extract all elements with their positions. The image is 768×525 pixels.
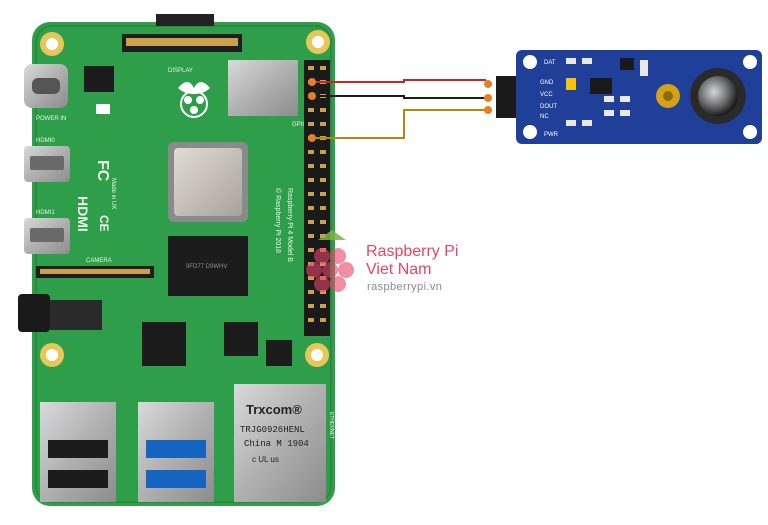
hdmi-logo-text: HDMI	[75, 196, 91, 232]
run-led	[96, 104, 110, 114]
dout-wire	[312, 109, 486, 139]
mounting-holes	[40, 30, 330, 367]
fcc-mark: FC	[94, 160, 111, 182]
transistor	[620, 58, 634, 70]
pin-label-gnd: GND	[540, 80, 554, 86]
jack-origin: China M 1904	[244, 439, 309, 449]
jack-part: TRJG0926HENL	[240, 425, 305, 435]
ram-chip-text: 9FD77 D9WHV	[186, 264, 227, 270]
watermark-subtitle: raspberrypi.vn	[367, 281, 443, 293]
module-dout-dot	[484, 106, 492, 114]
gpio-label: GPIO	[292, 122, 307, 128]
sensor-lens	[698, 76, 738, 116]
module-pcb	[516, 50, 762, 144]
hdmi0-label: HDMI0	[36, 138, 55, 144]
camera-label: CAMERA	[86, 258, 112, 264]
model-text: Raspberry Pi 4 Model B	[286, 188, 293, 262]
led-label-pwr: PWR	[544, 132, 559, 138]
sensor-module: GND VCC DOUT NC DAT PWR	[496, 50, 762, 144]
power-chip	[84, 66, 114, 92]
ce-mark: CE	[97, 215, 111, 232]
watermark-title-text: Raspberry Pi Viet Nam	[366, 243, 459, 278]
ram-chip	[168, 236, 248, 296]
raspberry-pi-board: DISPLAY POWER IN HDMI0 HDMI1 HDMI FC CE …	[18, 14, 335, 506]
vcc-wire	[312, 79, 486, 83]
pin-label-nc: NC	[540, 114, 549, 120]
led-label-dat: DAT	[544, 60, 556, 66]
module-gnd-dot	[484, 94, 492, 102]
audio-jack	[18, 294, 50, 332]
usb-controller-chip	[142, 322, 186, 366]
capacitor	[566, 78, 576, 90]
pin-label-vcc: VCC	[540, 92, 553, 98]
made-in-text: Made in UK	[110, 178, 116, 209]
watermark-logo-icon	[306, 230, 354, 292]
display-connector-top	[156, 14, 214, 26]
gnd-pin-dot	[308, 92, 316, 100]
jack-ul: c UL us	[252, 455, 279, 464]
wires	[308, 78, 492, 142]
pin-label-dout: DOUT	[540, 104, 557, 110]
usb2-ports	[40, 402, 116, 502]
hdmi1-label: HDMI1	[36, 210, 55, 216]
ethernet-phy-chip	[224, 322, 258, 356]
copyright-text: © Raspberry Pi 2018	[274, 188, 282, 253]
watermark-title: Raspberry Pi Viet Nam	[366, 243, 458, 279]
wifi-shield	[228, 60, 298, 116]
ethernet-label: ETHERNET	[328, 412, 334, 439]
vcc-pin-dot	[308, 78, 316, 86]
comparator-chip	[590, 78, 612, 94]
gpio-header	[304, 60, 330, 336]
module-pin-header	[496, 76, 516, 118]
poe-header	[266, 340, 292, 366]
dout-pin-dot	[308, 134, 316, 142]
module-vcc-dot	[484, 80, 492, 88]
usb3-ports	[138, 402, 214, 502]
gnd-wire	[312, 95, 486, 99]
display-label: DISPLAY	[168, 68, 193, 74]
ethernet-jack: Trxcom® TRJG0926HENL China M 1904 c UL u…	[234, 384, 326, 502]
raspberry-logo-icon	[178, 82, 210, 118]
jack-brand: Trxcom®	[246, 402, 302, 417]
power-in-label: POWER IN	[36, 116, 66, 122]
